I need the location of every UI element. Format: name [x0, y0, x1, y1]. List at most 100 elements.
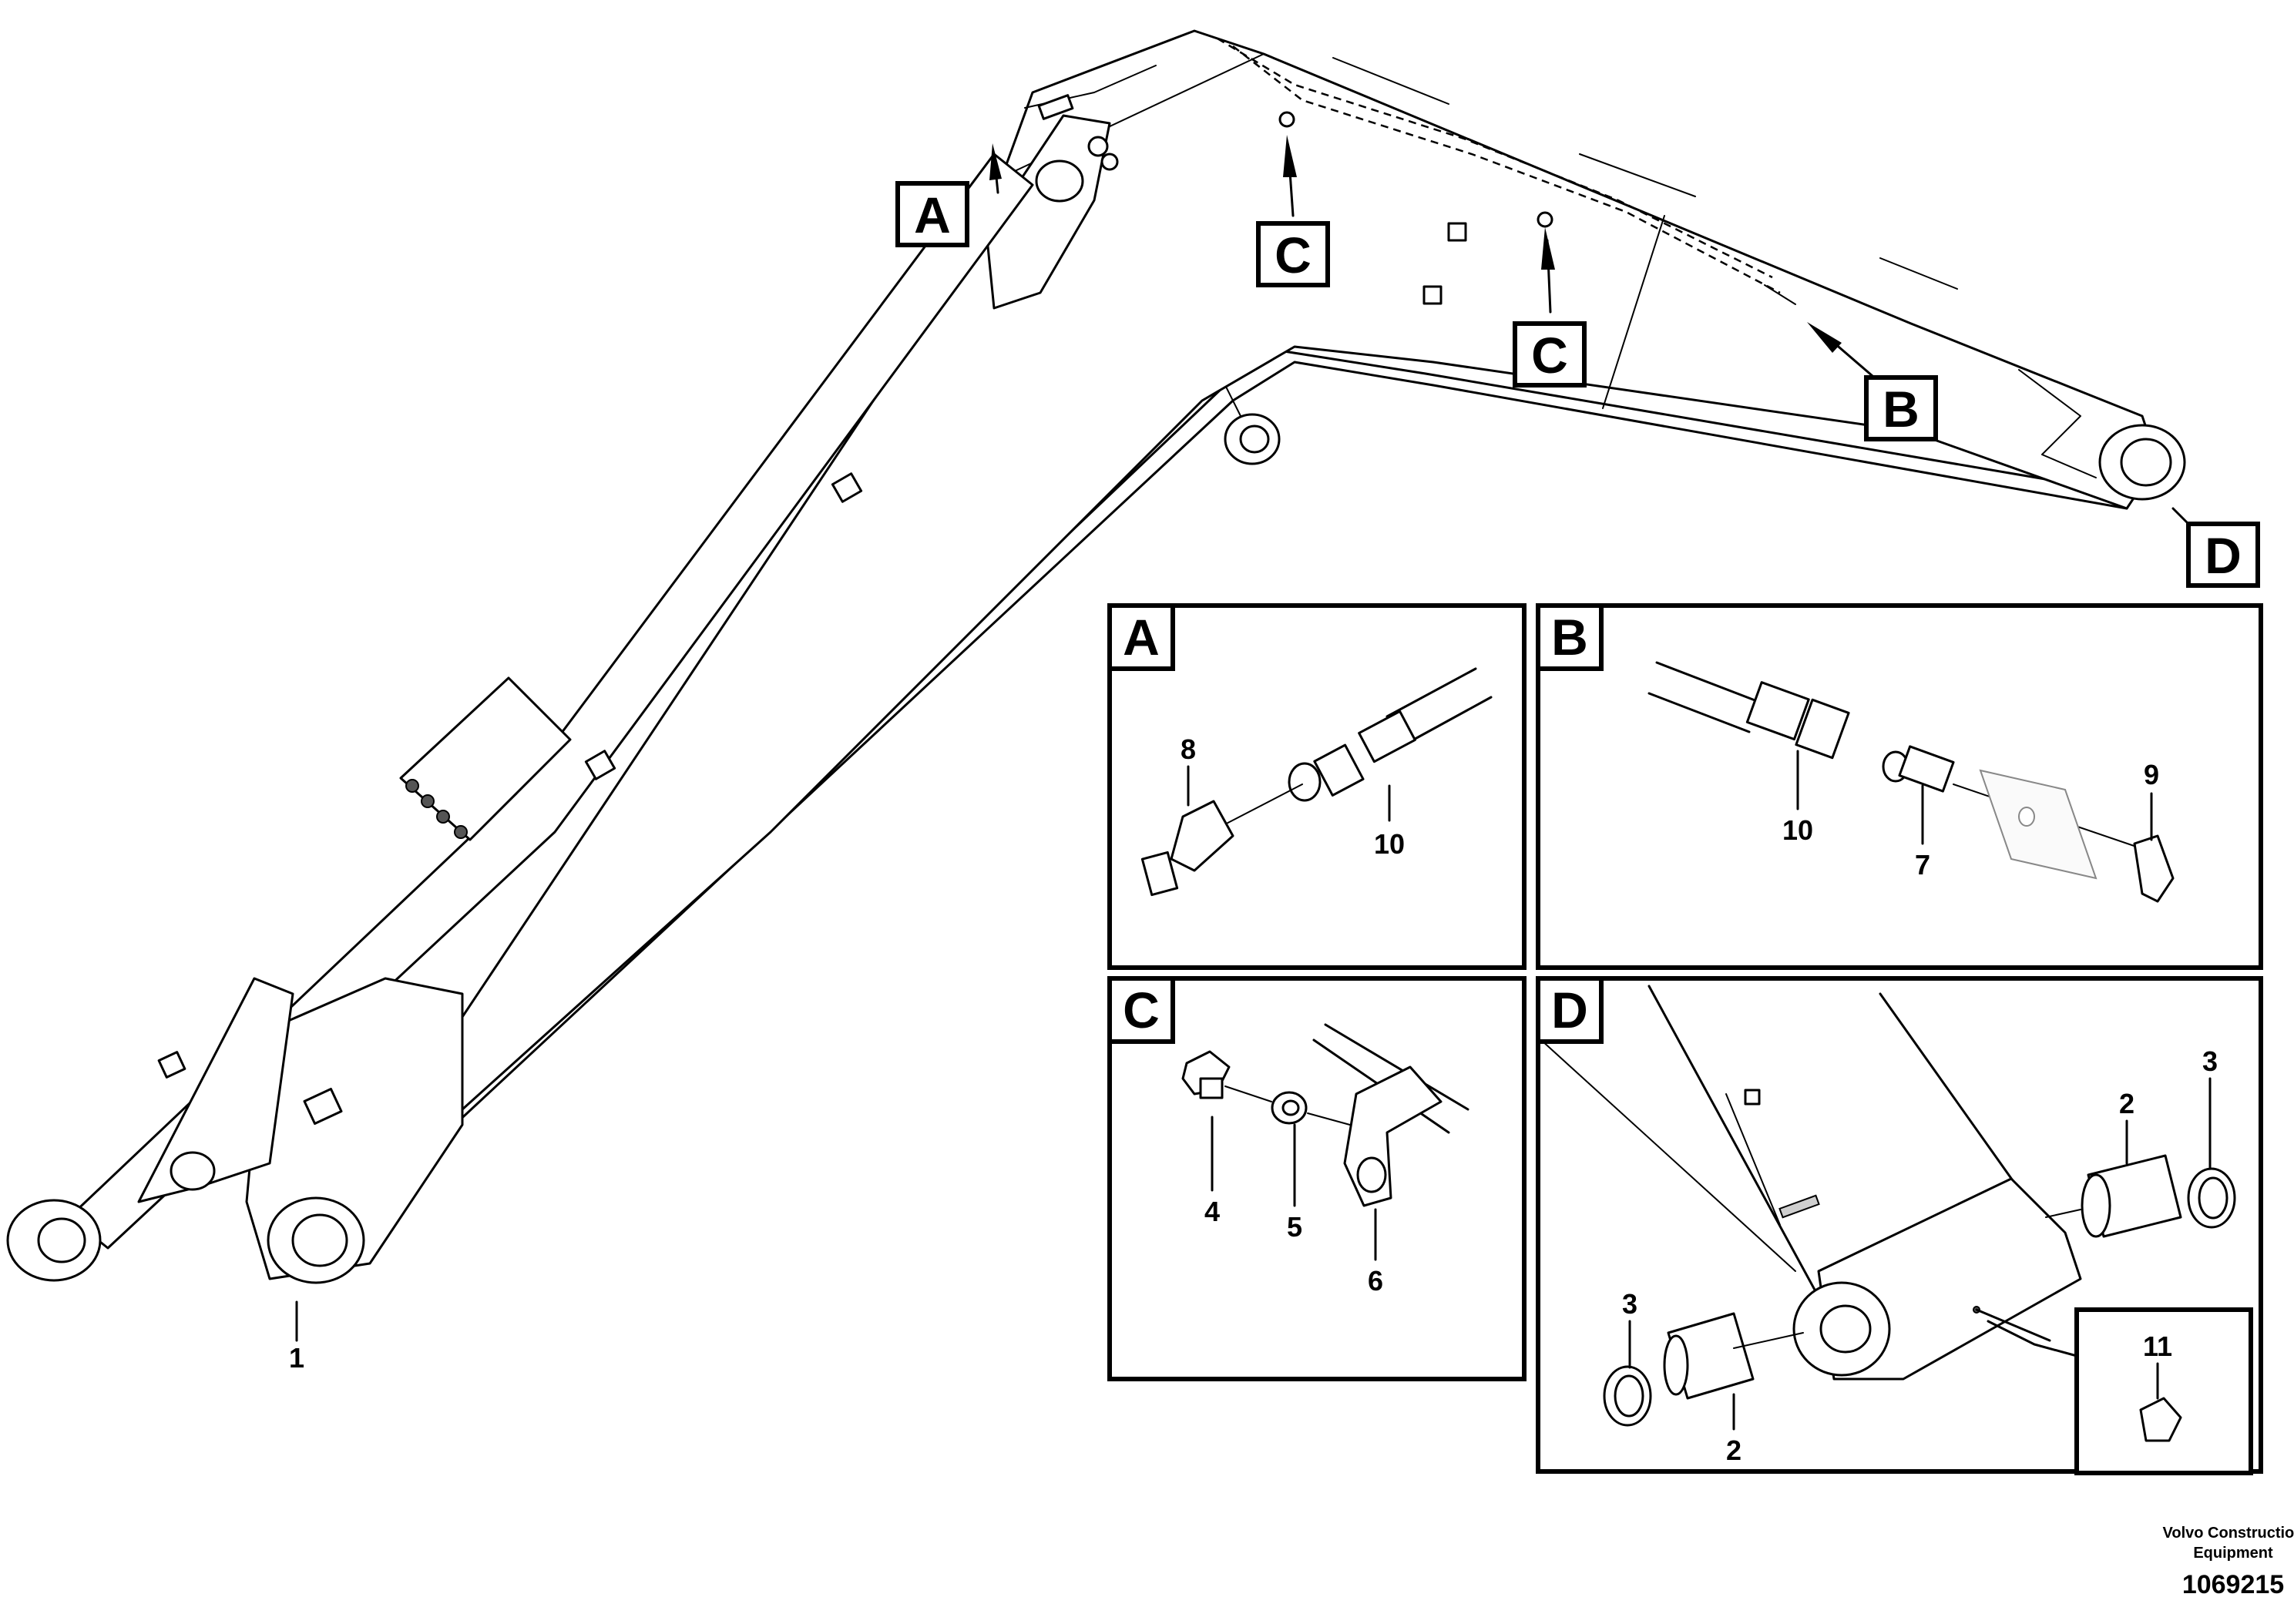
part-label-1: 1: [289, 1342, 304, 1374]
panel-d-ring-right-bore: [2198, 1176, 2229, 1220]
part-label-4: 4: [1204, 1196, 1220, 1227]
callout-c1[interactable]: C: [1256, 221, 1330, 287]
drawing-number: 1069215: [2182, 1570, 2284, 1599]
callout-d-label: D: [2205, 527, 2242, 584]
part-label-2-right: 2: [2119, 1088, 2134, 1119]
panel-b-frame: [1536, 603, 2263, 970]
panel-d-sub-detail-frame: [2074, 1307, 2253, 1475]
grease-point-2: [1537, 211, 1553, 228]
panel-a-hose-ferrule: [1358, 710, 1416, 763]
part-label-7: 7: [1915, 849, 1930, 881]
part-label-3-left: 3: [1622, 1288, 1637, 1320]
panel-a-assembly-line: [1217, 783, 1303, 829]
brand-line-2: Equipment: [2193, 1545, 2273, 1562]
panel-c-bolt-shank: [1199, 1077, 1224, 1099]
panel-c-label: C: [1123, 981, 1160, 1038]
panel-d-grease-nipple: [2139, 1397, 2182, 1442]
boom-foot-bolt-1: [1087, 136, 1109, 157]
boom-base-clip: [303, 1087, 343, 1126]
callout-b[interactable]: B: [1864, 375, 1938, 441]
callout-c2-label: C: [1531, 327, 1568, 384]
panel-b-adapter: [1898, 745, 1955, 793]
part-label-10-b: 10: [1782, 814, 1813, 846]
boom-base-bore: [291, 1213, 348, 1267]
panel-a-nut-bore: [1288, 762, 1322, 802]
grease-fitting-b: [1764, 284, 1796, 305]
panel-b-hose-nut: [1795, 698, 1850, 760]
part-label-5: 5: [1287, 1211, 1302, 1243]
panel-d-assembly-line-right: [2045, 1209, 2081, 1218]
panel-d-tag: [1536, 976, 1604, 1044]
panel-d-assembly-line-left: [1733, 1332, 1804, 1349]
detail-panel-d: D 2 3 3 2 11: [1536, 976, 2263, 1475]
leader-a-tip: [989, 143, 1002, 180]
boom-clip-4: [831, 472, 863, 503]
panel-a-label: A: [1123, 609, 1160, 666]
boom-body: [430, 29, 2159, 1111]
part-label-6: 6: [1368, 1265, 1383, 1297]
part-label-11: 11: [2143, 1330, 2172, 1362]
leader-b-tip: [1807, 322, 1842, 353]
boom-foot-pin-hole: [1035, 159, 1084, 203]
part-label-3-right: 3: [2202, 1045, 2218, 1077]
leader-c1-tip: [1283, 135, 1297, 177]
panel-d-plate: [1778, 1194, 1820, 1219]
panel-c-clamp-hole: [1356, 1156, 1387, 1193]
boom-base-left-hole: [170, 1151, 216, 1191]
boom-clip-1: [1447, 222, 1467, 242]
panel-d-web-lines: [1540, 1039, 1796, 1272]
hose-nut-top: [1037, 94, 1074, 120]
grease-line-1: [1217, 37, 1773, 279]
part-label-8: 8: [1181, 733, 1196, 765]
panel-b-hose-ferrule: [1745, 681, 1810, 741]
callout-a-label: A: [914, 186, 951, 243]
callout-leaders: [295, 135, 2194, 1342]
grease-point-1: [1278, 111, 1295, 128]
leader-c2-tip: [1541, 227, 1555, 270]
panel-c-washer-bore: [1281, 1099, 1300, 1116]
panel-b-tag: [1536, 603, 1604, 671]
detail-panel-a: A 8 10: [1107, 603, 1527, 970]
boom-top-pads: [1332, 57, 1958, 290]
panel-b-bracket-plate: [1979, 769, 2098, 880]
panel-c-assembly-line-1: [1224, 1085, 1272, 1102]
callout-d[interactable]: D: [2186, 522, 2260, 588]
boom-clip-3: [584, 750, 616, 780]
footer: Volvo Construction Equipment 1069215: [2163, 1525, 2294, 1599]
panel-a-hose: [1385, 667, 1493, 747]
boom-assembly: [6, 29, 2186, 1284]
boom-foot-plate: [985, 114, 1111, 310]
boom-seam: [1602, 215, 1665, 409]
boom-side-line: [770, 400, 1203, 833]
callout-c1-label: C: [1275, 226, 1312, 284]
panel-d-bushing-left-face: [1663, 1334, 1689, 1396]
panel-b-bracket-hole: [2018, 807, 2035, 827]
panel-a-frame: [1107, 603, 1527, 970]
panel-a-elbow-fitting: [1170, 800, 1234, 872]
panel-b-hose: [1647, 661, 1758, 733]
panel-d-bushing-right-face: [2081, 1173, 2111, 1238]
cylinder-head-bolts: [405, 779, 468, 839]
panel-d-clip: [1744, 1089, 1761, 1106]
callout-b-label: B: [1883, 381, 1920, 438]
brand-line-1: Volvo Construction: [2163, 1525, 2294, 1542]
panel-d-ring-left-bore: [1614, 1374, 1644, 1418]
boom-clip-2: [1422, 285, 1443, 305]
callout-c2[interactable]: C: [1513, 321, 1587, 388]
panel-c-frame: [1107, 976, 1527, 1381]
panel-d-nose-bore: [1819, 1304, 1872, 1354]
detail-panel-b: B 10 7 9: [1536, 603, 2263, 970]
part-label-10-a: 10: [1374, 828, 1405, 860]
panel-a-hose-nut: [1313, 743, 1365, 797]
leader-11-detail-2: [1987, 1320, 2078, 1357]
detail-panel-c: C 4 5 6: [1107, 976, 1527, 1381]
panel-a-tag: [1107, 603, 1175, 671]
boom-end-web: [2018, 369, 2097, 478]
part-label-2-left: 2: [1726, 1434, 1741, 1466]
panel-b-grease-fitting: [2133, 834, 2175, 903]
panel-a-elbow-thread: [1140, 851, 1179, 897]
callout-a[interactable]: A: [895, 181, 969, 247]
boom-side-bore: [1239, 424, 1270, 454]
